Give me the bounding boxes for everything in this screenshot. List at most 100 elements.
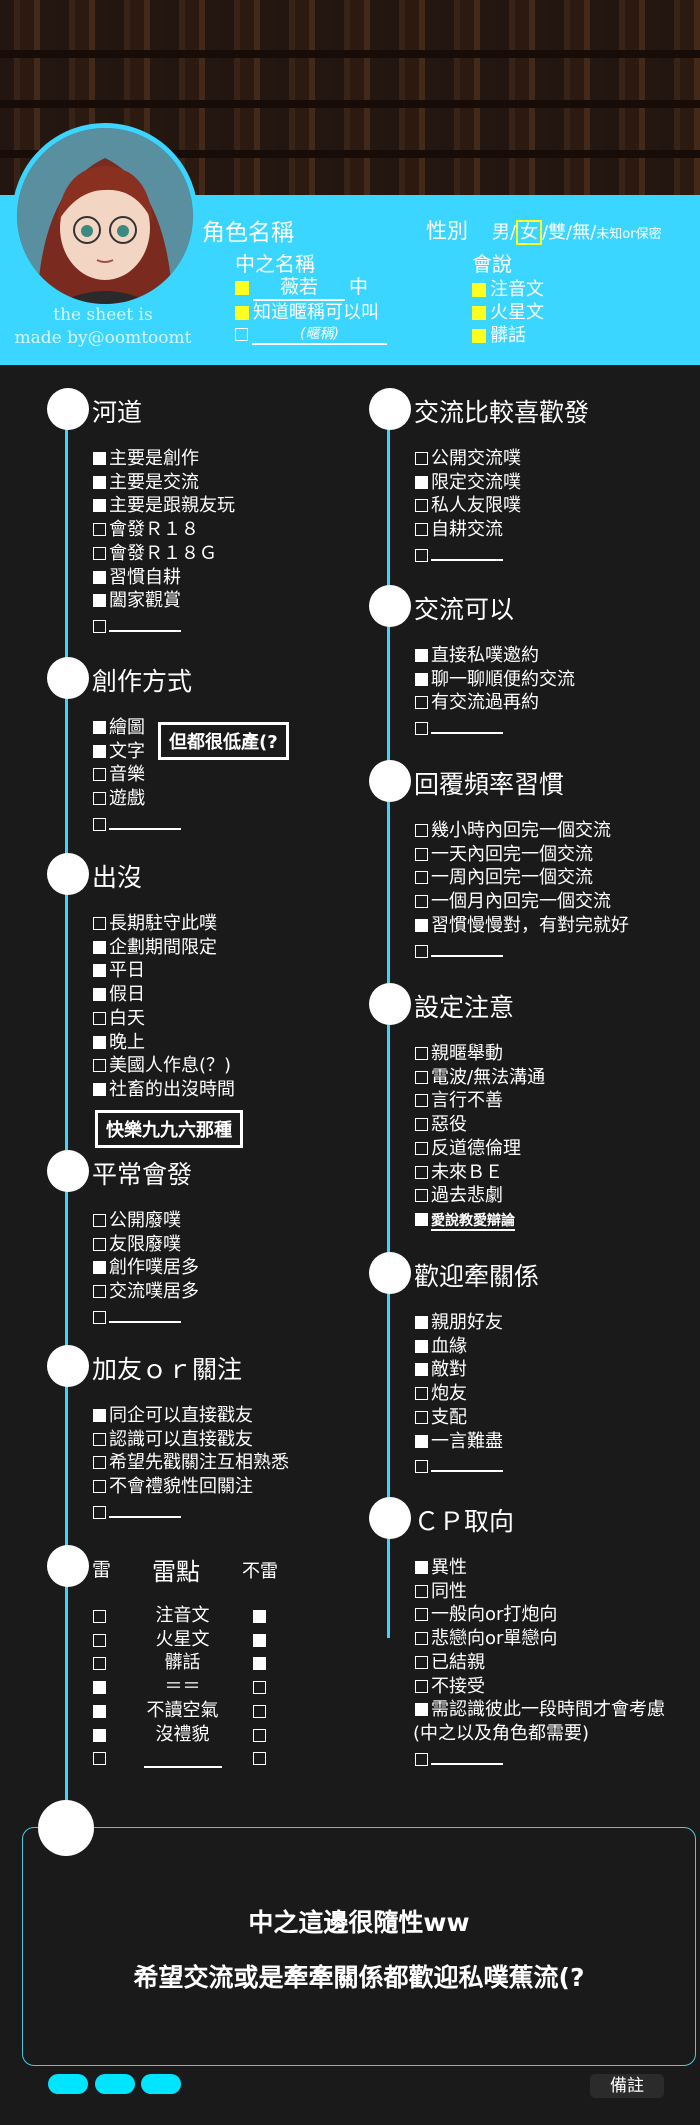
speaks-check[interactable] — [472, 329, 486, 343]
tab-pill-3[interactable] — [141, 2074, 181, 2094]
mine-checkbox[interactable] — [93, 1704, 106, 1718]
checkbox[interactable] — [415, 1212, 428, 1226]
checkbox[interactable] — [415, 918, 428, 932]
checkbox[interactable] — [415, 871, 428, 885]
blank-option — [415, 1456, 503, 1478]
checkbox[interactable] — [93, 1480, 106, 1494]
checkbox[interactable] — [93, 1409, 106, 1422]
checkbox[interactable] — [415, 1165, 428, 1179]
checkbox[interactable] — [93, 744, 106, 758]
ok-checkbox[interactable] — [253, 1610, 266, 1623]
checkbox[interactable] — [415, 1316, 428, 1329]
tab-pill-1[interactable] — [48, 2074, 88, 2094]
ok-checkbox[interactable] — [253, 1657, 266, 1671]
gender-female[interactable]: 女 — [516, 220, 543, 245]
checkbox[interactable] — [415, 1047, 428, 1060]
checkbox[interactable] — [93, 792, 106, 806]
mine-checkbox[interactable] — [93, 1681, 106, 1695]
checkbox[interactable] — [415, 452, 428, 465]
checkbox[interactable] — [415, 1070, 428, 1084]
checkbox[interactable] — [415, 1608, 428, 1622]
checkbox[interactable] — [415, 523, 428, 537]
checkbox[interactable] — [415, 944, 428, 958]
checkbox[interactable] — [415, 1584, 428, 1598]
checkbox[interactable] — [93, 499, 106, 513]
player-name-check[interactable] — [235, 280, 249, 295]
checkbox[interactable] — [93, 1214, 106, 1227]
checkbox[interactable] — [93, 1285, 106, 1299]
mine-checkbox[interactable] — [93, 1728, 106, 1742]
checkbox[interactable] — [415, 1141, 428, 1155]
checkbox[interactable] — [415, 1189, 428, 1203]
checkbox[interactable] — [93, 964, 106, 978]
checkbox[interactable] — [93, 1011, 106, 1025]
checkbox[interactable] — [93, 768, 106, 782]
checkbox[interactable] — [415, 1632, 428, 1646]
checkbox[interactable] — [93, 570, 106, 584]
checkbox[interactable] — [415, 1363, 428, 1377]
speaks-check[interactable] — [472, 306, 486, 320]
checkbox[interactable] — [93, 1035, 106, 1049]
checkbox[interactable] — [93, 523, 106, 537]
gender-rest[interactable]: 雙/無/ — [548, 222, 597, 243]
checkbox[interactable] — [415, 548, 428, 562]
ok-checkbox[interactable] — [253, 1681, 266, 1695]
checkbox[interactable] — [93, 721, 106, 734]
checkbox[interactable] — [93, 940, 106, 954]
checkbox[interactable] — [93, 452, 106, 465]
checkbox[interactable] — [93, 1505, 106, 1519]
nickname-check[interactable] — [235, 306, 249, 320]
checkbox[interactable] — [93, 1310, 106, 1324]
checkbox[interactable] — [415, 1752, 428, 1766]
blank-line — [431, 1749, 503, 1765]
checkbox[interactable] — [93, 475, 106, 489]
checkbox[interactable] — [93, 1237, 106, 1251]
checkbox[interactable] — [415, 1094, 428, 1108]
checkbox[interactable] — [415, 1679, 428, 1693]
checkbox[interactable] — [415, 824, 428, 837]
checkbox[interactable] — [93, 546, 106, 560]
speaks-check[interactable] — [472, 283, 486, 297]
checkbox[interactable] — [93, 1432, 106, 1446]
checkbox[interactable] — [415, 1118, 428, 1132]
ok-checkbox[interactable] — [253, 1752, 266, 1766]
checkbox[interactable] — [415, 722, 428, 736]
checkbox[interactable] — [93, 619, 106, 633]
checkbox[interactable] — [415, 672, 428, 686]
checkbox[interactable] — [415, 895, 428, 909]
checkbox[interactable] — [93, 1059, 106, 1073]
checkbox[interactable] — [415, 847, 428, 861]
mine-checkbox[interactable] — [93, 1610, 106, 1623]
remarks-tab[interactable]: 備註 — [590, 2074, 664, 2098]
checkbox[interactable] — [93, 1456, 106, 1470]
mine-checkbox[interactable] — [93, 1657, 106, 1671]
ok-checkbox[interactable] — [253, 1633, 266, 1647]
tab-pill-2[interactable] — [95, 2074, 135, 2094]
checkbox[interactable] — [415, 696, 428, 710]
nickname-blank-check[interactable] — [235, 327, 248, 341]
checkbox[interactable] — [93, 594, 106, 608]
ok-checkbox[interactable] — [253, 1704, 266, 1718]
checkbox[interactable] — [93, 1082, 106, 1096]
checkbox[interactable] — [415, 1703, 428, 1717]
checkbox[interactable] — [415, 1655, 428, 1669]
checkbox[interactable] — [93, 917, 106, 930]
mine-checkbox[interactable] — [93, 1752, 106, 1766]
checkbox[interactable] — [93, 1261, 106, 1275]
checkbox[interactable] — [415, 499, 428, 513]
checkbox[interactable] — [415, 1410, 428, 1424]
gender-unknown[interactable]: 未知or保密 — [596, 227, 662, 242]
checkbox[interactable] — [415, 1460, 428, 1474]
checkbox[interactable] — [93, 817, 106, 831]
checkbox[interactable] — [415, 1561, 428, 1574]
gender-male[interactable]: 男 — [492, 222, 510, 243]
checkbox[interactable] — [415, 1387, 428, 1401]
checkbox[interactable] — [415, 1339, 428, 1353]
checkbox[interactable] — [93, 988, 106, 1002]
mine-checkbox[interactable] — [93, 1633, 106, 1647]
checkbox[interactable] — [415, 1434, 428, 1448]
blank-option — [93, 1502, 181, 1524]
checkbox[interactable] — [415, 649, 428, 662]
checkbox[interactable] — [415, 475, 428, 489]
ok-checkbox[interactable] — [253, 1728, 266, 1742]
